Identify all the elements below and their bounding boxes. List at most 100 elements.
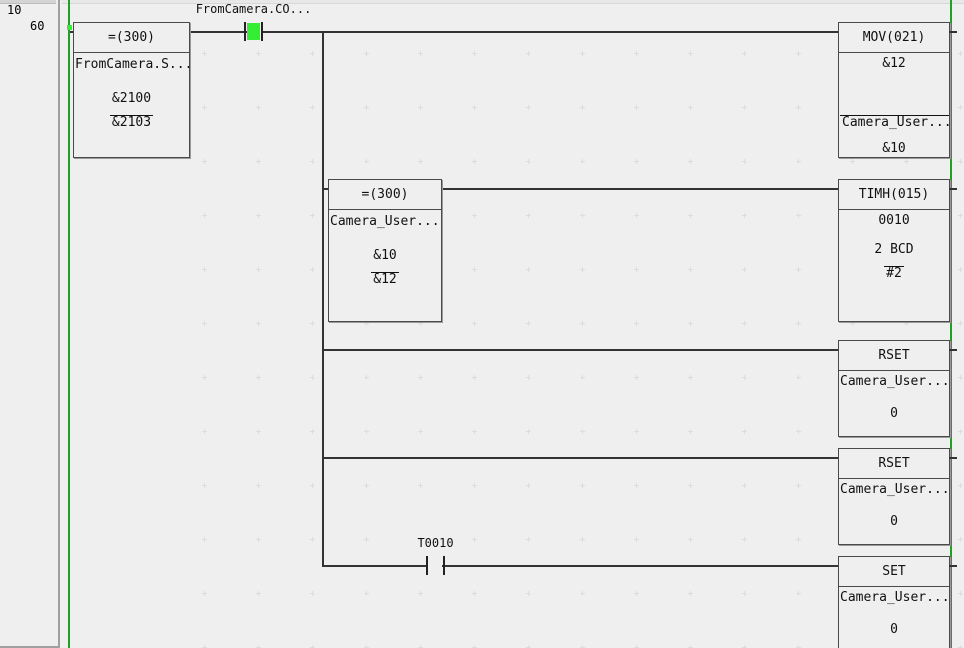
operand-1[interactable]: 0 (890, 622, 898, 637)
grid-dot (688, 159, 693, 164)
operand-0[interactable]: 0010 (878, 213, 910, 228)
rung-address-number: 60 (30, 19, 45, 33)
grid-dot (580, 645, 585, 648)
grid-dot (472, 267, 477, 272)
grid-dot (364, 375, 369, 380)
wire-rail-to-compare (70, 31, 74, 33)
operand-1[interactable]: Camera_User.... (839, 115, 949, 130)
grid-dot (580, 267, 585, 272)
grid-dot (256, 375, 261, 380)
grid-dot (688, 483, 693, 488)
grid-dot (796, 375, 801, 380)
grid-dot (742, 105, 747, 110)
block-set-1[interactable]: SET Camera_User.... 0 (838, 556, 957, 648)
operand-1[interactable]: 2 BCD (874, 242, 914, 257)
grid-dot (310, 537, 315, 542)
grid-dot (742, 51, 747, 56)
grid-dot (742, 591, 747, 596)
operand-0[interactable]: Camera_User.... (840, 482, 949, 497)
block-timh-body: 0010 2 BCD #2 (839, 210, 949, 321)
grid-dot (256, 591, 261, 596)
grid-dot (472, 213, 477, 218)
contact-fromcamera-co[interactable]: FromCamera.CO... (196, 2, 311, 41)
grid-dot (310, 375, 315, 380)
block-compare-camerauser[interactable]: =(300) Camera_User.... &10 &12 (328, 179, 442, 322)
grid-dot (688, 321, 693, 326)
grid-dot (796, 321, 801, 326)
grid-dot (418, 159, 423, 164)
grid-dot (202, 213, 207, 218)
grid-dot (634, 51, 639, 56)
block-timh-header: TIMH(015) (839, 180, 949, 210)
block-mov[interactable]: MOV(021) &12 Camera_User.... &10 (838, 22, 957, 158)
contact-t0010[interactable]: T0010 (417, 536, 454, 575)
grid-dot (310, 321, 315, 326)
grid-dot (796, 267, 801, 272)
branch-trunk-vertical (322, 31, 324, 567)
grid-dot (256, 537, 261, 542)
operand-1[interactable]: &2100 (111, 91, 152, 106)
grid-dot (310, 645, 315, 648)
grid-dot (580, 483, 585, 488)
grid-dot (580, 105, 585, 110)
contact-left-bar (426, 556, 428, 575)
operand-0[interactable]: FromCamera.S... (75, 57, 189, 72)
grid-dot (742, 159, 747, 164)
operand-0[interactable]: Camera_User.... (840, 374, 949, 389)
operand-2-text: &12 (371, 272, 399, 287)
grid-dot (526, 645, 531, 648)
block-timh[interactable]: TIMH(015) 0010 2 BCD #2 (838, 179, 957, 322)
operand-0[interactable]: &12 (882, 56, 906, 71)
grid-dot (580, 159, 585, 164)
grid-dot (742, 321, 747, 326)
grid-dot (958, 645, 963, 648)
operand-1[interactable]: 0 (890, 514, 898, 529)
operand-0[interactable]: Camera_User.... (330, 214, 441, 229)
grid-dot (526, 213, 531, 218)
grid-dot (364, 537, 369, 542)
wire-branch2-left (322, 188, 330, 190)
grid-dot (202, 321, 207, 326)
operand-1[interactable]: &10 (373, 248, 397, 263)
operand-0[interactable]: Camera_User.... (840, 590, 949, 605)
block-rset-2-right-connector (949, 457, 957, 459)
grid-dot (472, 105, 477, 110)
grid-dot (742, 267, 747, 272)
block-mov-header: MOV(021) (839, 23, 949, 53)
grid-dot (796, 159, 801, 164)
block-rset-2[interactable]: RSET Camera_User.... 0 (838, 448, 957, 545)
block-rset-1[interactable]: RSET Camera_User.... 0 (838, 340, 957, 437)
operand-2[interactable]: &2103 (74, 115, 189, 130)
block-compare-fromcamera[interactable]: =(300) FromCamera.S... &2100 &2103 (73, 22, 190, 158)
block-mov-right-connector (949, 31, 957, 33)
grid-dot (688, 591, 693, 596)
grid-dot (202, 159, 207, 164)
grid-dot (904, 159, 909, 164)
grid-dot (634, 159, 639, 164)
wire-contact-to-trunk (262, 31, 324, 33)
grid-dot (364, 51, 369, 56)
grid-dot (418, 375, 423, 380)
grid-dot (904, 321, 909, 326)
grid-dot (688, 51, 693, 56)
contact-energized-fill (247, 23, 260, 40)
grid-dot (364, 591, 369, 596)
ladder-canvas[interactable]: FromCamera.CO... T0010 =(300) FromCamera… (62, 0, 964, 648)
operand-2[interactable]: &12 (329, 272, 441, 287)
grid-dot (418, 51, 423, 56)
grid-dot (580, 429, 585, 434)
grid-dot (526, 51, 531, 56)
grid-dot (202, 105, 207, 110)
block-compare-camerauser-body: Camera_User.... &10 &12 (329, 210, 441, 321)
grid-dot (310, 483, 315, 488)
grid-dot (256, 429, 261, 434)
left-rail-power-flow-indicator (67, 25, 72, 30)
grid-dot (310, 591, 315, 596)
rung-step-number: 10 (7, 3, 22, 17)
grid-dot (418, 537, 423, 542)
block-rset-1-right-connector (949, 349, 957, 351)
grid-dot (418, 321, 423, 326)
operand-2[interactable]: &10 (882, 141, 906, 156)
operand-2[interactable]: #2 (839, 266, 949, 281)
operand-1[interactable]: 0 (890, 406, 898, 421)
